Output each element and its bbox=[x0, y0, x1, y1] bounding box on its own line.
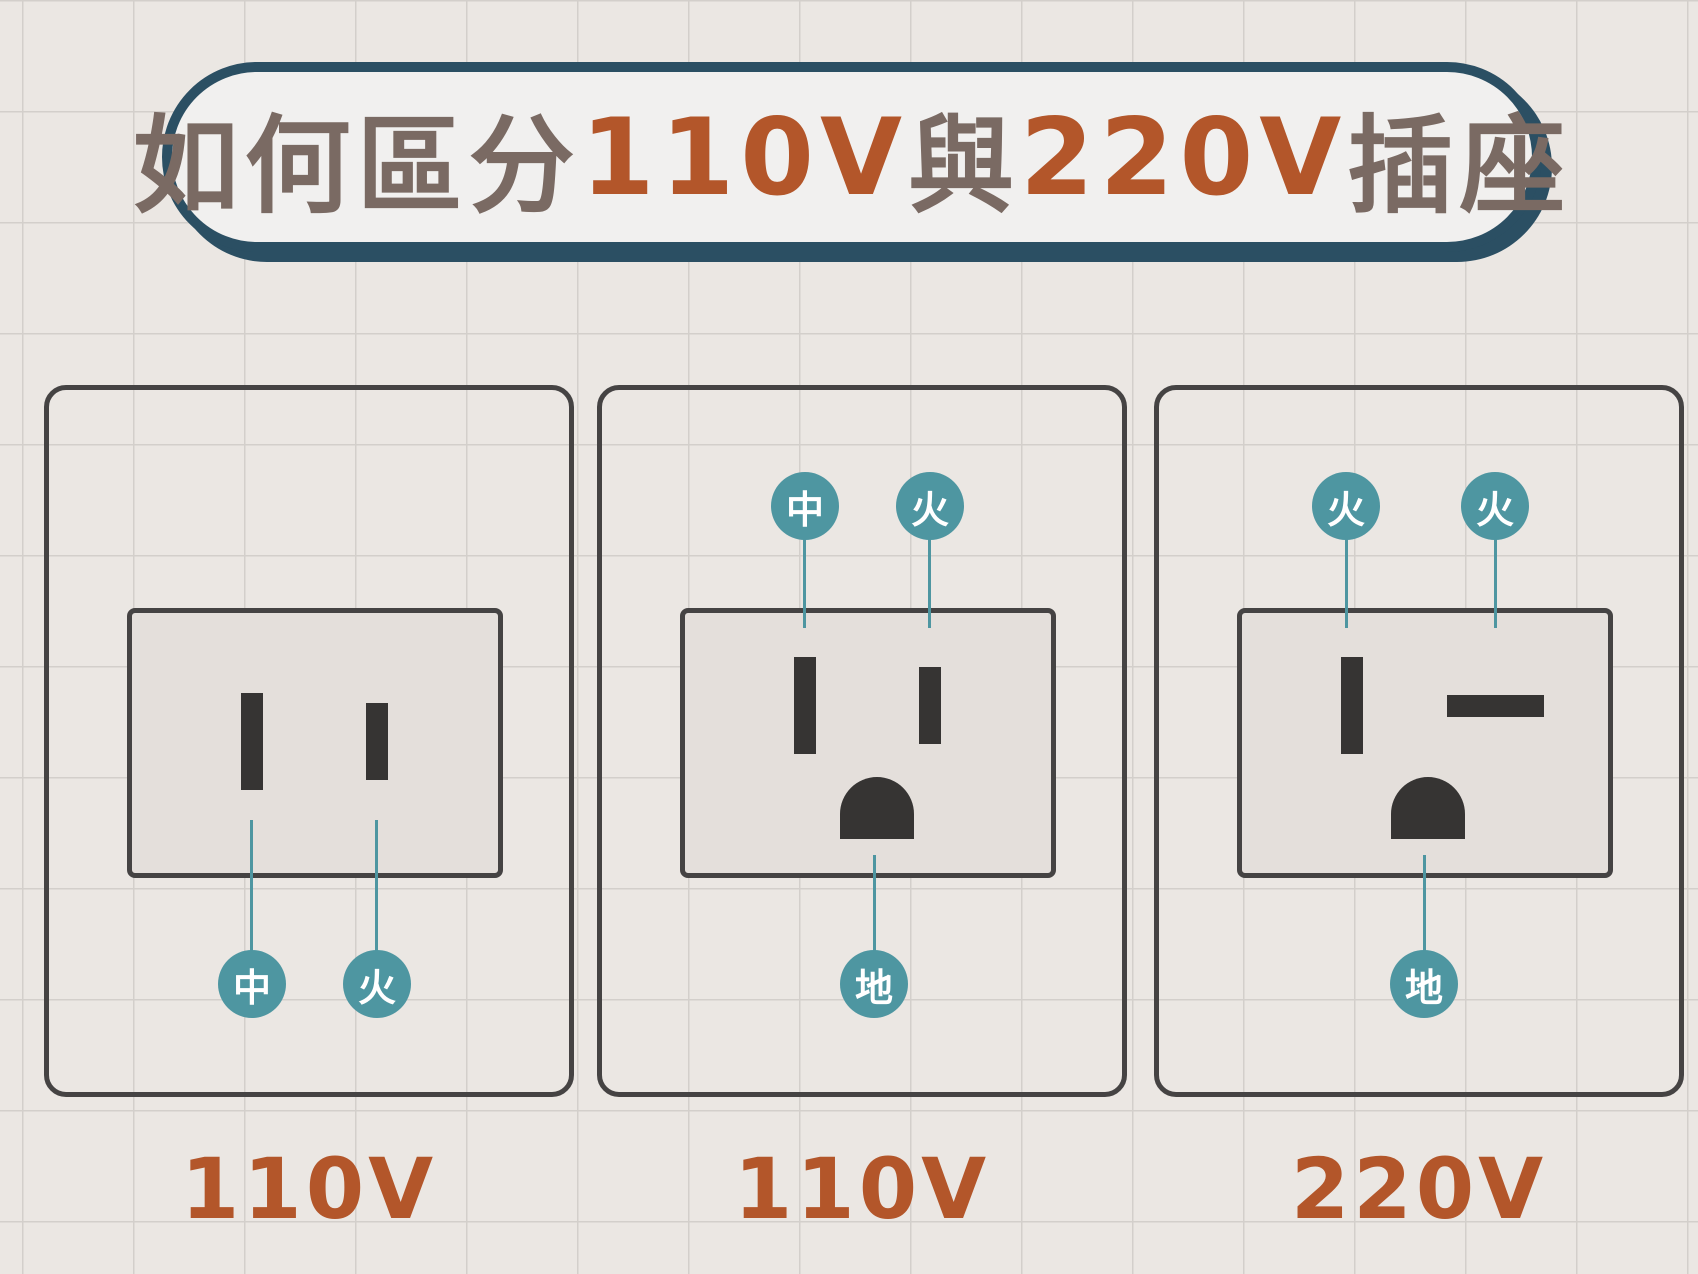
outlet-face-plate bbox=[1237, 608, 1613, 878]
ground-leader-line bbox=[873, 855, 876, 951]
title-text-220v: 220V bbox=[1020, 95, 1348, 219]
title-text-110v: 110V bbox=[580, 95, 908, 219]
outlet-panel-110v-two-prong: 中 火 bbox=[44, 385, 574, 1097]
ground-label-badge: 地 bbox=[1390, 950, 1458, 1018]
title-text-outlet: 插座 bbox=[1347, 105, 1572, 228]
hot-slot bbox=[366, 703, 388, 780]
ground-hole bbox=[840, 777, 914, 839]
neutral-slot bbox=[241, 693, 263, 790]
outlet-panel-220v-grounded: 火 火 地 bbox=[1154, 385, 1684, 1097]
hot-leader-line bbox=[375, 820, 378, 952]
voltage-label-110v-second: 110V bbox=[733, 1140, 991, 1238]
hot-label-badge-left: 火 bbox=[1312, 472, 1380, 540]
hot-label-badge-right: 火 bbox=[1461, 472, 1529, 540]
neutral-leader-line bbox=[250, 820, 253, 952]
hot-leader-line-left bbox=[1345, 538, 1348, 628]
hot-label-badge: 火 bbox=[343, 950, 411, 1018]
voltage-label-110v-first: 110V bbox=[180, 1140, 438, 1238]
hot-leader-line bbox=[928, 538, 931, 628]
hot-slot-horizontal bbox=[1447, 695, 1544, 717]
title-text-how-to-distinguish: 如何區分 bbox=[132, 105, 581, 228]
hot-slot-vertical bbox=[1341, 657, 1363, 754]
neutral-leader-line bbox=[803, 538, 806, 628]
neutral-label-badge: 中 bbox=[218, 950, 286, 1018]
hot-slot bbox=[919, 667, 941, 744]
neutral-label-badge: 中 bbox=[771, 472, 839, 540]
outlet-face-plate bbox=[127, 608, 503, 878]
hot-leader-line-right bbox=[1494, 538, 1497, 628]
ground-hole bbox=[1391, 777, 1465, 839]
ground-leader-line bbox=[1423, 855, 1426, 951]
outlet-panel-110v-grounded: 中 火 地 bbox=[597, 385, 1127, 1097]
ground-label-badge: 地 bbox=[840, 950, 908, 1018]
hot-label-badge: 火 bbox=[896, 472, 964, 540]
title-text-and: 與 bbox=[908, 105, 1020, 228]
outlet-face-plate bbox=[680, 608, 1056, 878]
neutral-slot bbox=[794, 657, 816, 754]
voltage-label-220v: 220V bbox=[1290, 1140, 1548, 1238]
